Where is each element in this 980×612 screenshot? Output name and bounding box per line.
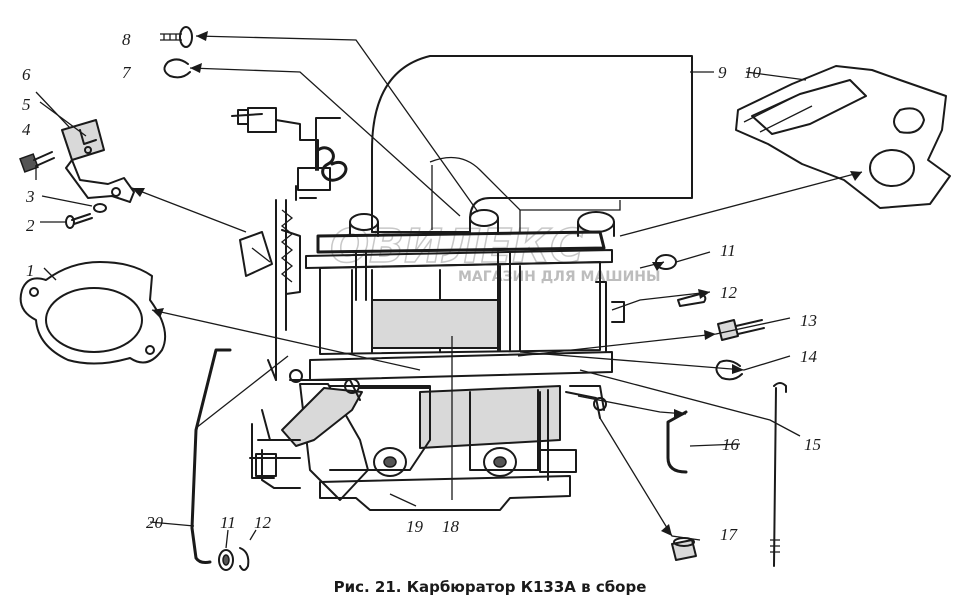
part-8-screw	[160, 26, 193, 48]
label-17: 17	[720, 525, 739, 544]
label-6: 6	[22, 65, 31, 84]
label-11-left: 11	[220, 513, 236, 532]
arrowheads	[132, 31, 862, 536]
label-8: 8	[122, 30, 131, 49]
part-16-rod	[666, 410, 688, 474]
part-5-6-bracket	[61, 119, 135, 203]
part-17-nut	[671, 537, 697, 561]
carburetor-body	[231, 55, 693, 511]
figure-caption: Рис. 21. Карбюратор К133А в сборе	[333, 578, 647, 596]
part-14-clip	[715, 359, 743, 381]
label-5: 5	[22, 95, 31, 114]
label-20: 20	[146, 513, 164, 532]
part-7-clip	[163, 58, 191, 79]
label-19: 19	[406, 517, 424, 536]
label-11-right: 11	[720, 241, 736, 260]
part-11-washer-left	[218, 549, 234, 571]
part-10-gasket	[735, 65, 951, 209]
label-7: 7	[122, 63, 132, 82]
label-16: 16	[722, 435, 740, 454]
label-2: 2	[26, 216, 35, 235]
label-4: 4	[22, 120, 31, 139]
part-2-screw	[65, 213, 93, 229]
label-18: 18	[442, 517, 460, 536]
part-13-bolt	[717, 319, 765, 341]
label-12-left: 12	[254, 513, 272, 532]
label-9: 9	[718, 63, 727, 82]
label-3: 3	[25, 187, 35, 206]
watermark-tagline: МАГАЗИН ДЛЯ МАШИНЫ	[458, 269, 661, 285]
label-13: 13	[800, 311, 817, 330]
leader-lines	[35, 35, 863, 549]
label-10: 10	[744, 63, 762, 82]
part-4-bolt	[19, 151, 55, 173]
part-15-rod	[770, 382, 787, 567]
part-labels: 1 2 3 4 5 6 7 8 9 10 11 12 13 14 15 16 1…	[22, 30, 821, 544]
label-12-right: 12	[720, 283, 738, 302]
part-1-gasket	[19, 261, 166, 365]
part-12-pin-left	[239, 547, 250, 571]
part-3-washer	[93, 203, 107, 213]
label-14: 14	[800, 347, 818, 366]
label-15: 15	[804, 435, 821, 454]
part-20-rod	[190, 348, 232, 564]
label-1: 1	[26, 261, 35, 280]
